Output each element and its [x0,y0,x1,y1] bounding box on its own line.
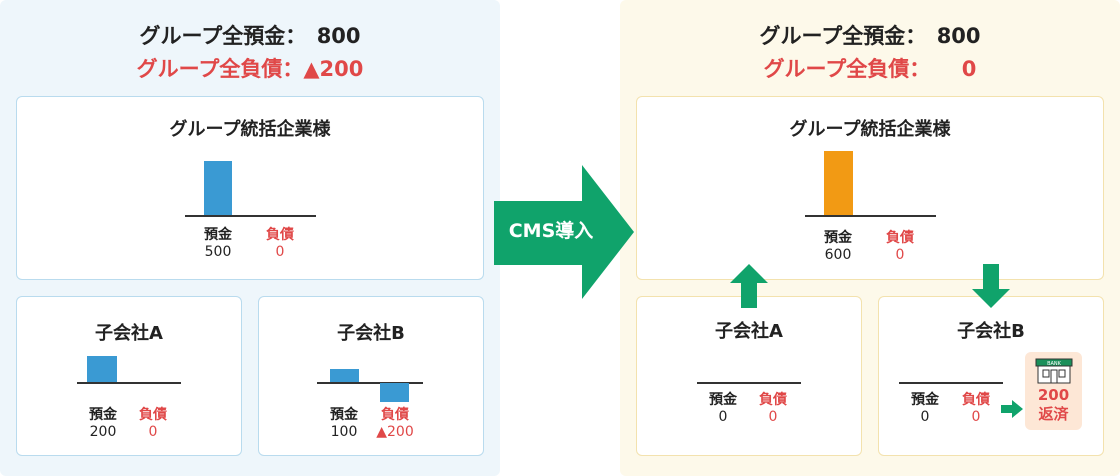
cms-label: CMS導入 [508,220,594,242]
deposit-bar [330,369,359,382]
repayment-label: 返済 [1038,405,1069,423]
repayment-amount: 200 [1037,386,1070,404]
axis-line [77,382,181,384]
arrow-right-icon [1001,400,1023,418]
axis-line [805,215,936,217]
subsidiary-b-title: 子会社B [957,321,1025,342]
axis-line [317,382,423,384]
debt-bar [380,383,409,402]
axis-line [185,215,316,217]
parent-company-title: グループ統括企業様 [789,119,951,140]
subsidiary-a-title: 子会社A [715,321,783,342]
arrow-down-icon [972,264,1010,308]
group-deposit-total: グループ全預金： 800 [759,24,981,48]
bank-icon: BANK [1035,358,1073,384]
axis-line [697,382,801,384]
group-debt-total: グループ全負債： 0 [763,57,977,81]
arrow-up-icon [730,264,768,308]
parent-company-title: グループ統括企業様 [169,119,331,140]
deposit-bar [824,151,853,215]
subsidiary-b-title: 子会社B [337,323,405,344]
group-deposit-total: グループ全預金： 800 [139,24,361,48]
deposit-bar [87,356,117,382]
repayment-text: 200 返済 [1025,386,1082,424]
debt-label: 負債▲200 [376,407,414,440]
subsidiary-a-title: 子会社A [95,323,163,344]
axis-line [899,382,1003,384]
deposit-bar [204,161,232,215]
group-debt-total: グループ全負債：▲200 [136,57,364,81]
cms-arrow-icon [494,165,634,299]
bank-sign: BANK [1047,361,1062,367]
